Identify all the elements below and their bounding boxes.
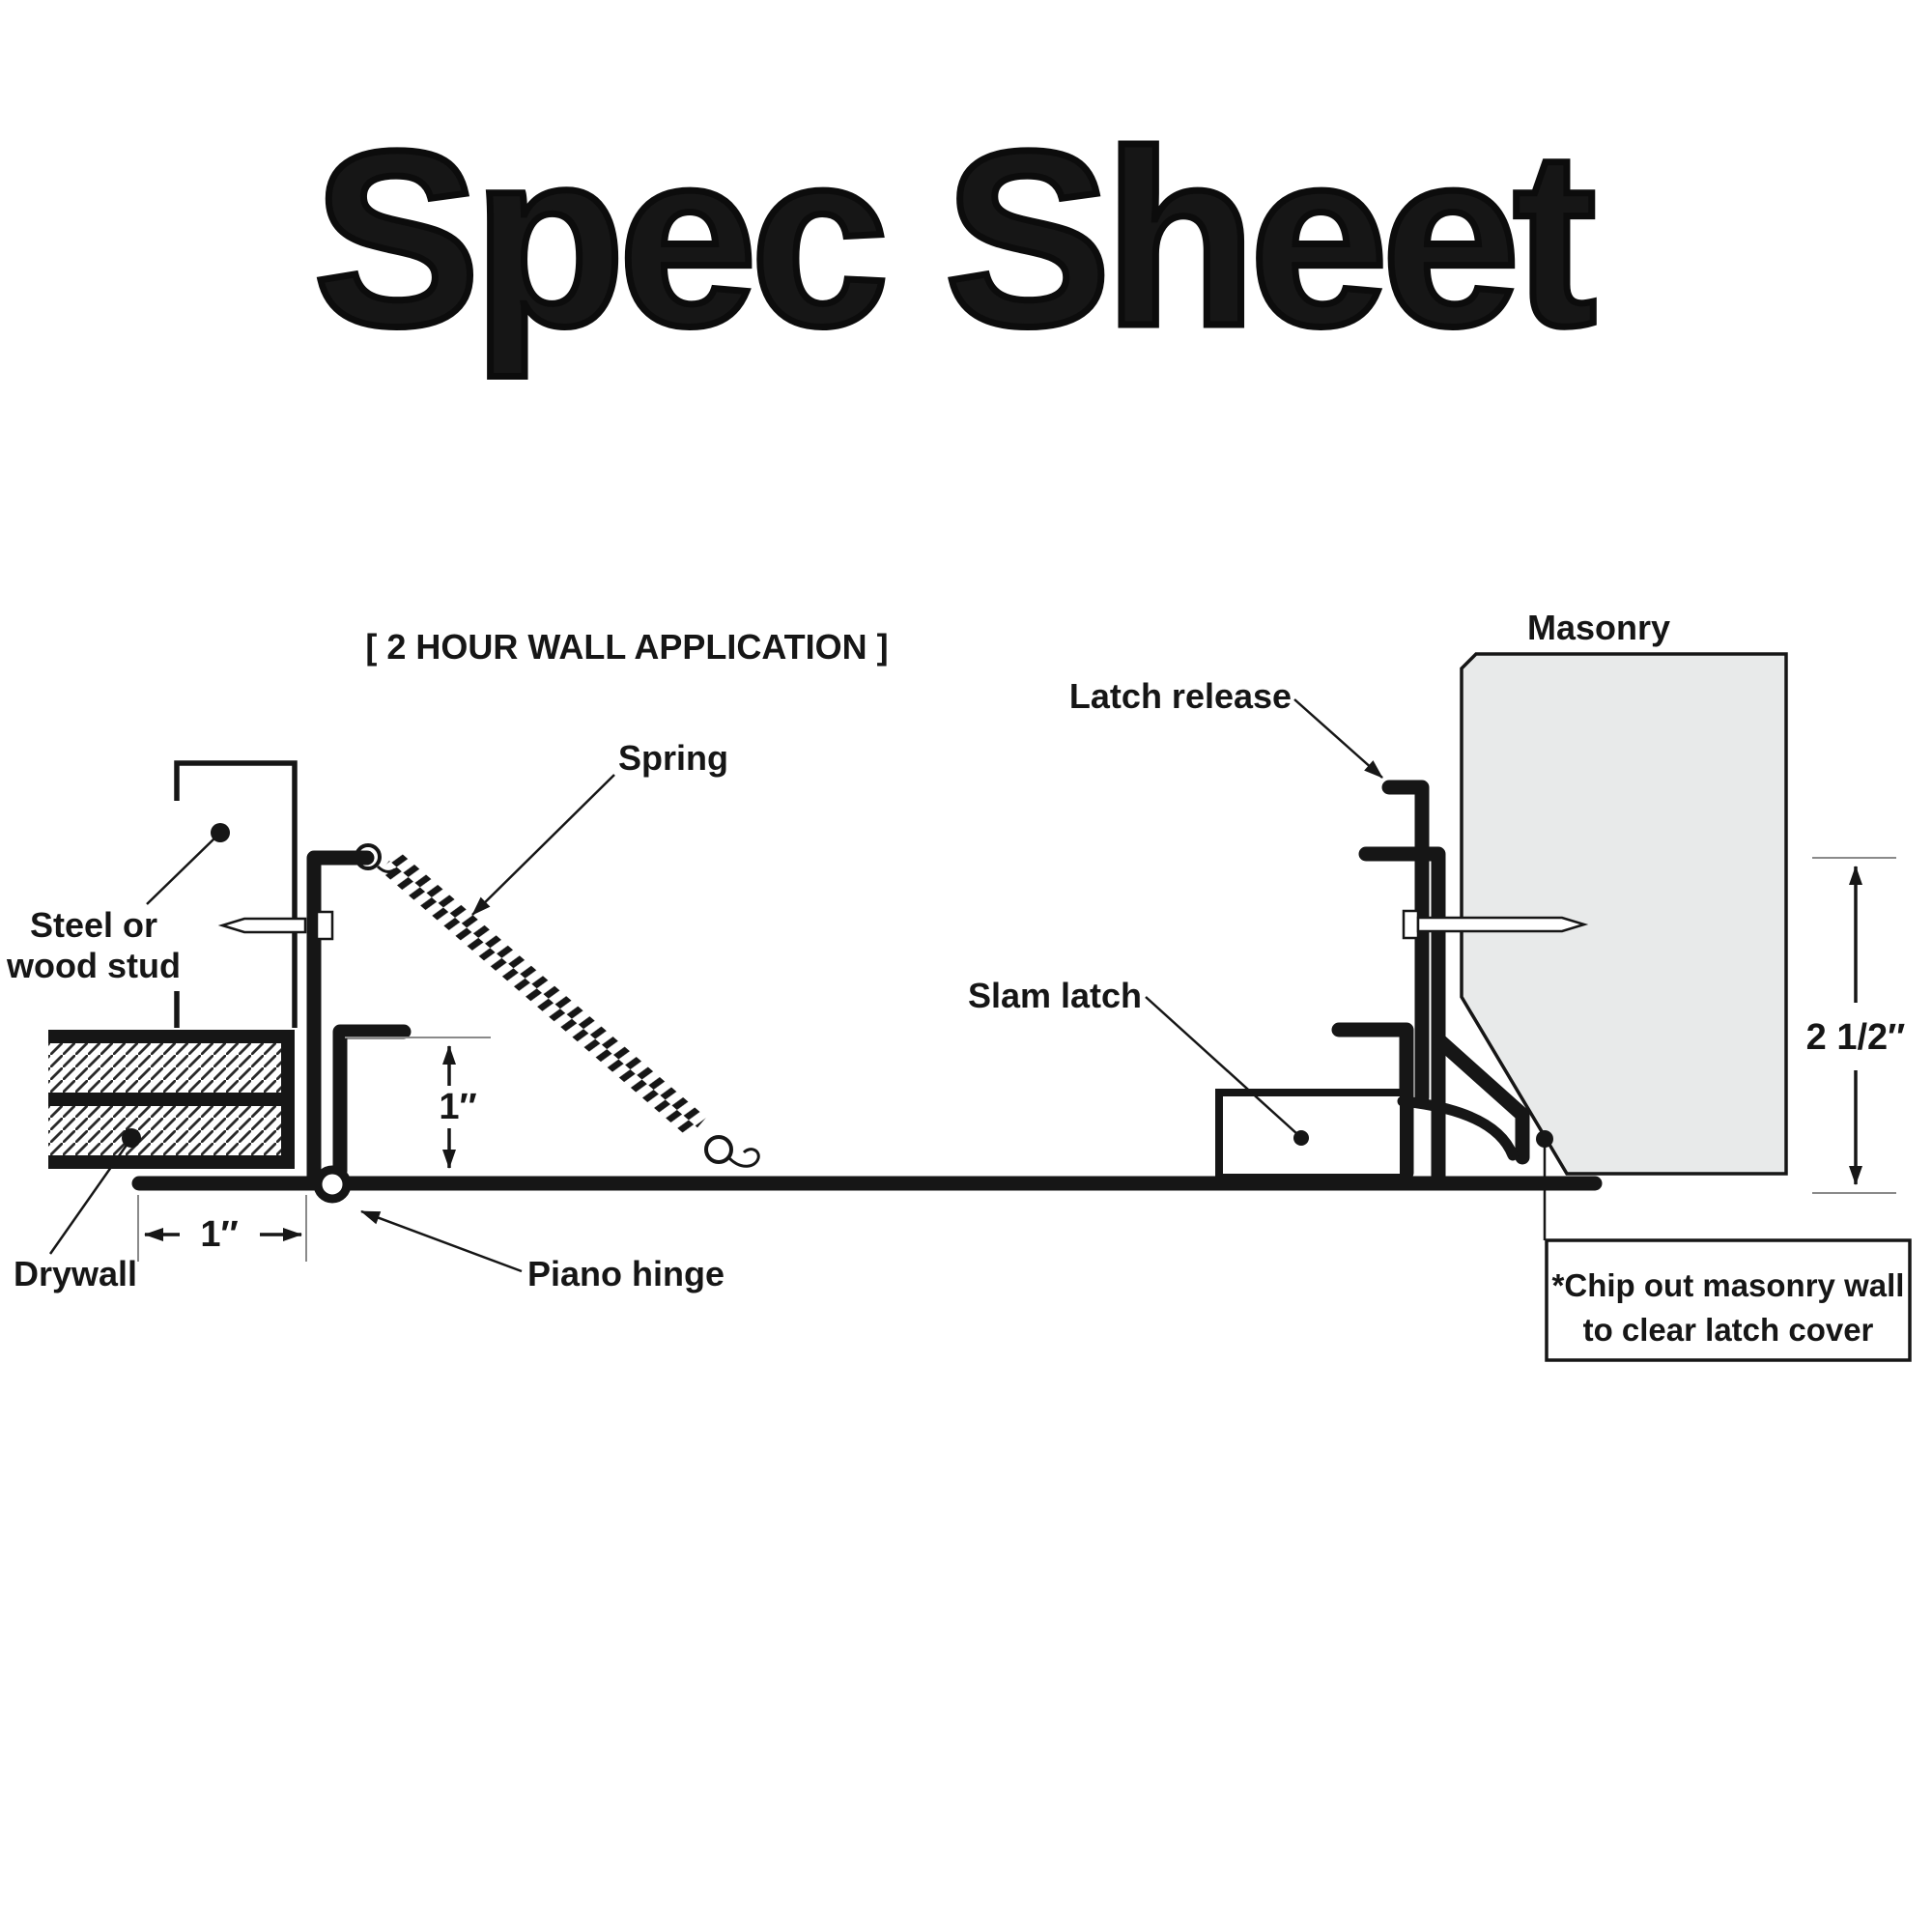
frame-left-vertical [306,850,375,1188]
masonry-note-line2: to clear latch cover [1583,1312,1874,1348]
spring-label: Spring [618,738,728,778]
slam-latch-box [1215,1089,1407,1181]
dimension-arrows [144,866,1862,1241]
latch-release-leader [1293,698,1383,779]
drywall-layer-1 [48,1043,281,1093]
application-heading: [ 2 HOUR WALL APPLICATION ] [365,627,888,667]
steel-stud-label-line2: wood stud [6,946,181,985]
dimension-frame-offset: 1″ [200,1214,238,1255]
frame-right-vertical [1358,846,1446,1186]
piano-hinge-label: Piano hinge [527,1254,724,1293]
stud-leader-dot [211,823,230,842]
screw-right-head [1402,909,1420,940]
drywall-border-right [281,1030,295,1169]
screw-left-shaft [217,917,307,934]
masonry-note-line1: *Chip out masonry wall [1552,1267,1905,1303]
piano-hinge-knuckle [313,1165,352,1204]
masonry-label: Masonry [1527,608,1670,647]
drywall-border-bottom [48,1155,295,1169]
drywall-border-middle [48,1093,295,1106]
steel-stud-label-line1: Steel or [30,905,157,945]
dimension-door-to-frame: 1″ [439,1087,476,1127]
door-frame-left [131,850,1603,1191]
slam-latch-leader [1145,996,1298,1135]
latch-release-label: Latch release [1069,676,1292,716]
drywall-border-top [48,1030,295,1043]
screw-left-head [315,910,334,941]
spring-coil-band [380,850,707,1138]
stud-leader [146,836,217,905]
drywall-section [48,1030,295,1169]
spring-hook-bottom [704,1135,733,1164]
drywall-layer-2 [48,1106,281,1155]
note-leader-dot [1536,1130,1553,1148]
page-title: Spec Sheet [314,99,1596,379]
dimension-masonry-clearance: 2 1/2″ [1806,1017,1906,1058]
fastener-left [217,910,334,941]
leader-lines [48,698,1547,1273]
latch-strike-arm [1433,1034,1530,1165]
spring [355,843,760,1168]
dimension-extension-lines [137,857,1896,1262]
slam-latch-mechanism [1381,780,1530,1165]
latch-release-rod [1381,780,1430,1105]
drywall-leader [48,1143,129,1255]
stud-outline [174,760,298,1028]
slam-latch-leader-dot [1293,1130,1309,1146]
door-hem-left [332,1024,412,1179]
slam-latch-label: Slam latch [968,976,1142,1015]
masonry-block [1460,652,1788,1176]
drywall-leader-dot [122,1128,141,1148]
screw-right-shaft [1416,916,1589,933]
masonry-note-box [1545,1238,1912,1362]
piano-hinge-leader [360,1209,523,1273]
fastener-right [1402,909,1589,940]
spring-leader [471,774,615,916]
latch-paddle-arc [1397,1095,1519,1161]
drywall-label: Drywall [14,1254,137,1293]
